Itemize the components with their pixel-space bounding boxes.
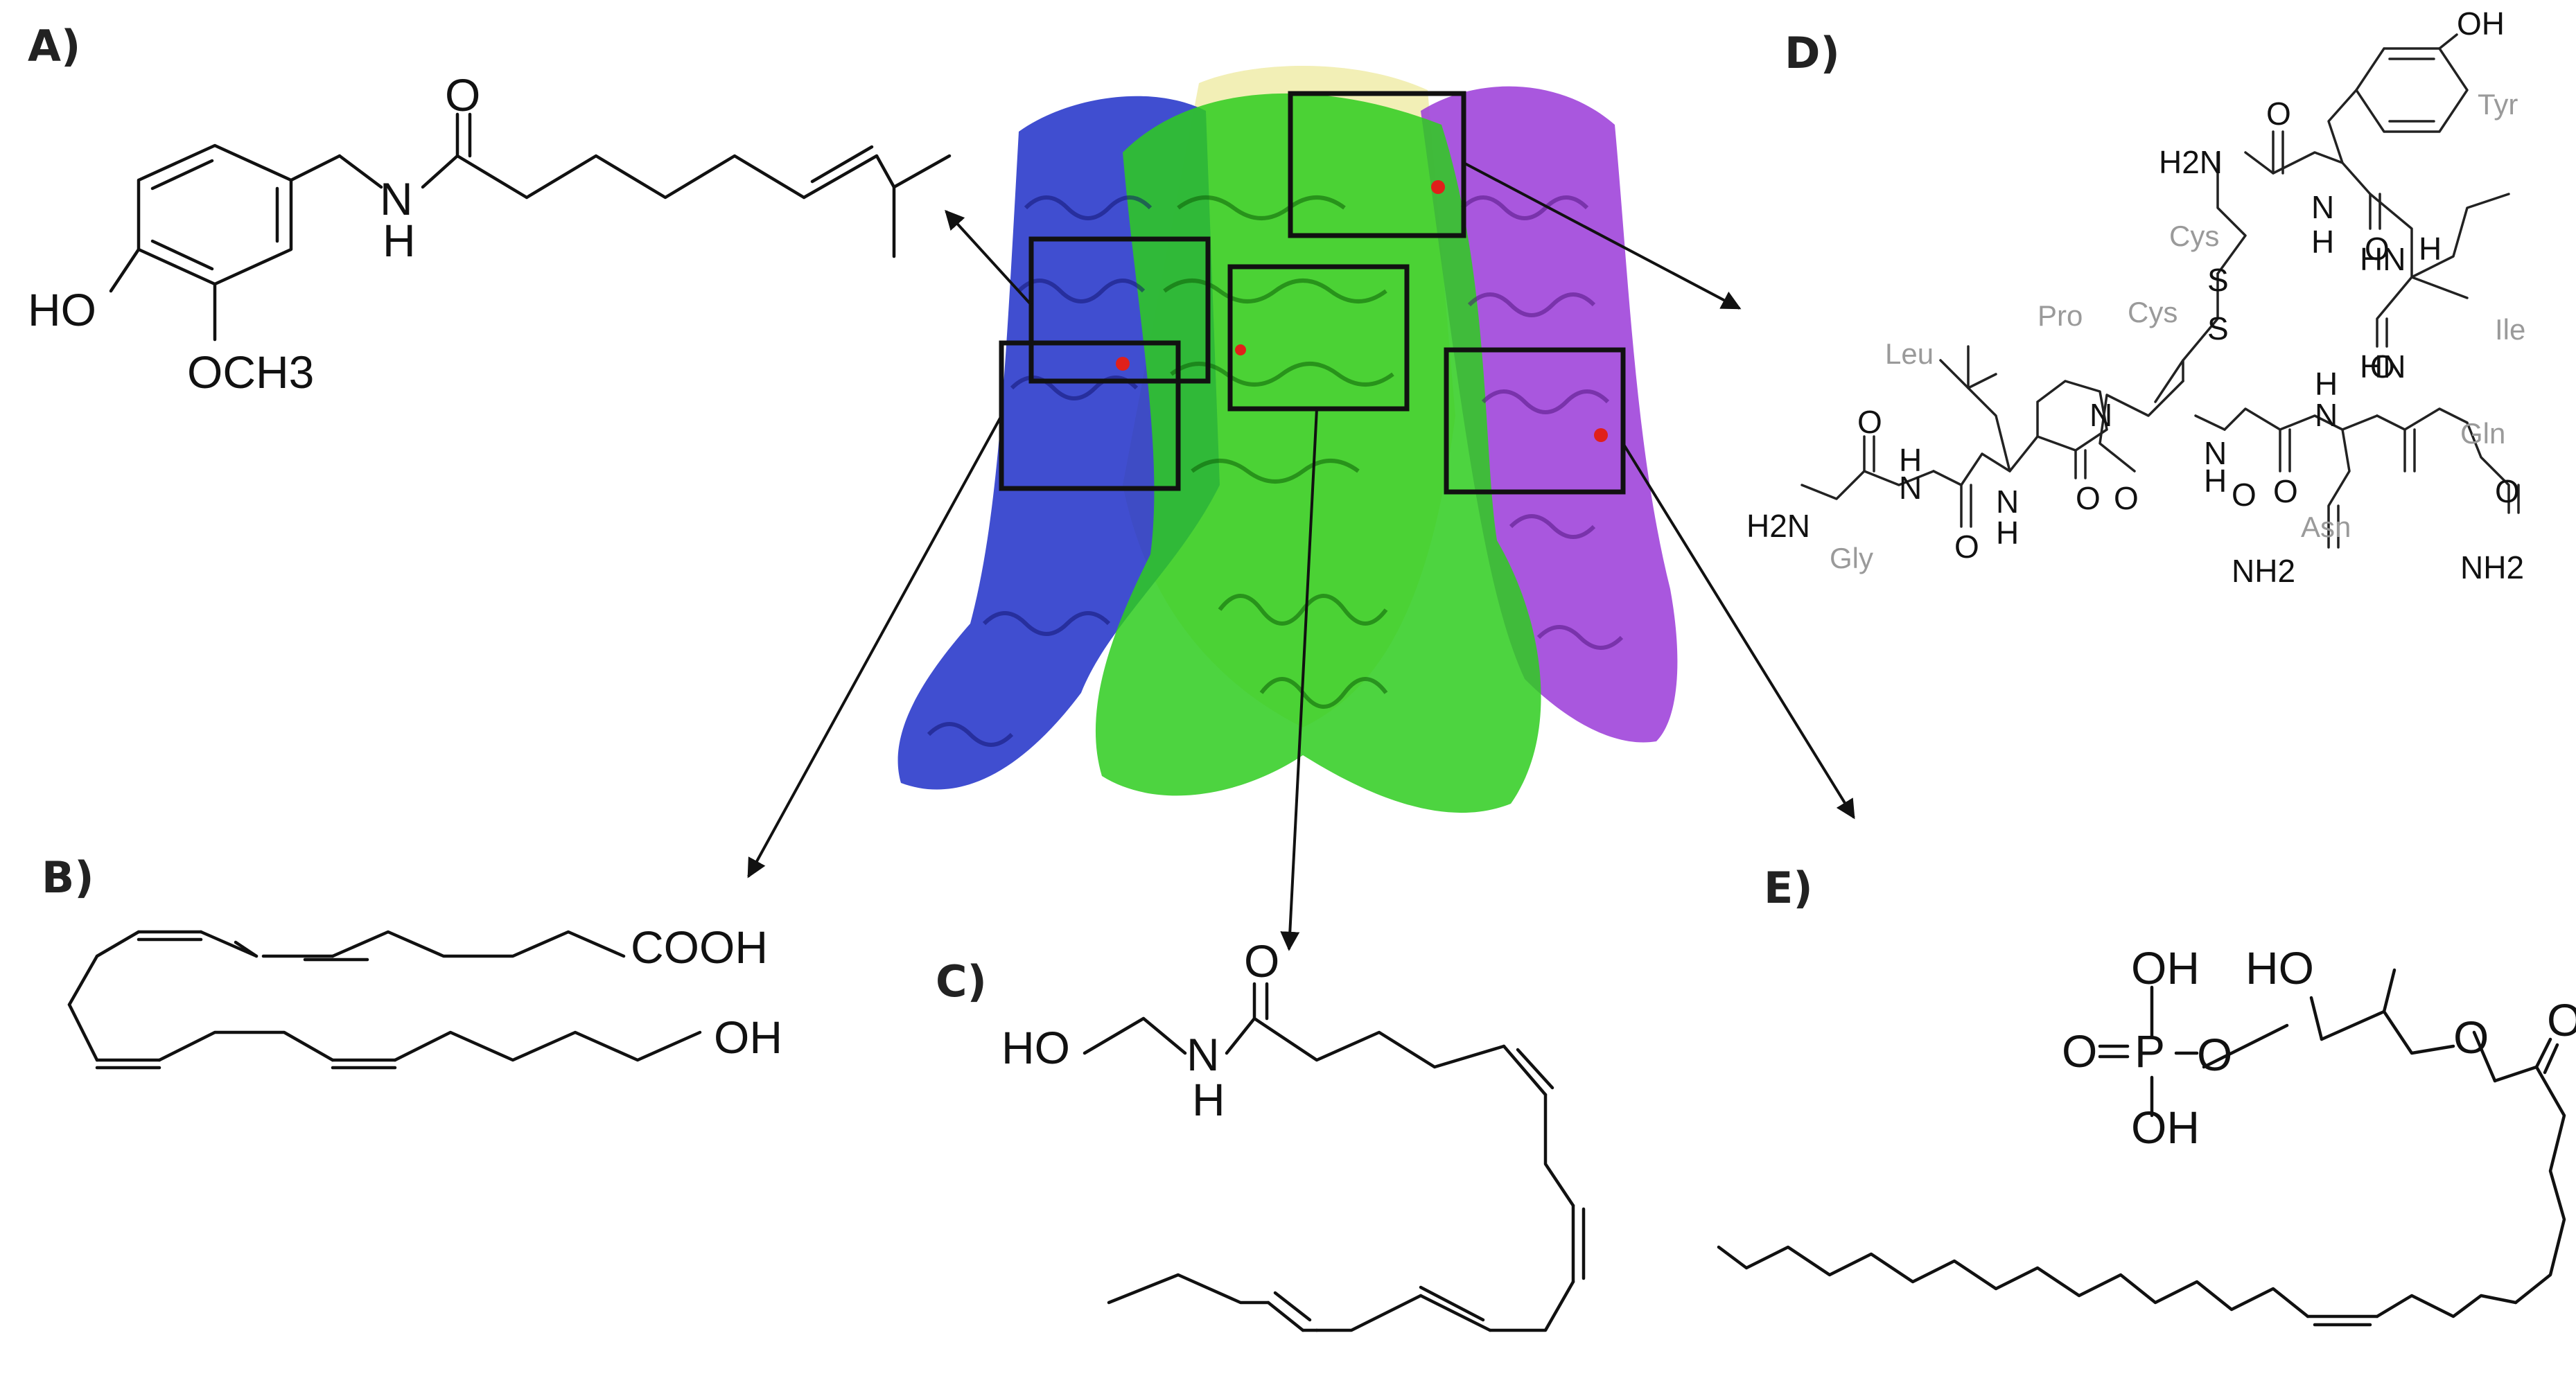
atom-n-leu-h: H (1996, 515, 2019, 551)
atom-n-gly: N (1899, 470, 1922, 506)
atom-ho: HO (2245, 942, 2314, 994)
atom-oh2: OH (2131, 1102, 2200, 1153)
atom-oh: OH (714, 1012, 782, 1063)
atom-nh1-h: H (2311, 224, 2334, 260)
atom-o-asn: O (2232, 477, 2257, 513)
residue-asn: Asn (2301, 511, 2351, 543)
molecule-20-hete: COOH OH (67, 921, 782, 1070)
atom-o-eq: O (2062, 1025, 2097, 1077)
panel-label-b: B) (42, 852, 94, 903)
atom-nh2-q: NH2 (2460, 549, 2524, 585)
residue-ile: Ile (2495, 313, 2525, 346)
atom-h2n-gly: H2N (1746, 508, 1810, 544)
chain-purple (1421, 86, 1678, 743)
atom-o-gln: O (2273, 473, 2298, 509)
atom-o-carbonyl: O (2547, 994, 2576, 1046)
atom-oh-top: OH (2457, 6, 2505, 42)
binding-site-marker (1235, 344, 1246, 355)
arrow-b (747, 415, 1003, 879)
atom-h: H (1192, 1074, 1225, 1125)
arrow-a (945, 209, 1033, 306)
atom-o-ester: O (2453, 1012, 2489, 1063)
residue-leu: Leu (1885, 337, 1934, 370)
atom-o: O (1244, 935, 1279, 987)
atom-s2: S (2207, 310, 2229, 346)
atom-h-ile: H (2419, 231, 2442, 267)
residue-gln: Gln (2460, 417, 2505, 450)
residue-cys1: Cys (2169, 220, 2219, 252)
atom-ho: HO (1001, 1022, 1070, 1073)
binding-site-marker (1116, 357, 1130, 371)
atom-och3: OCH3 (187, 346, 314, 398)
atom-o-q: O (2495, 473, 2520, 509)
atom-n: N (380, 173, 413, 224)
atom-cooh: COOH (631, 921, 768, 973)
arrow-e (1622, 442, 1855, 820)
residue-tyr: Tyr (2478, 88, 2518, 121)
site-box-e (1444, 347, 1626, 495)
residue-cys2: Cys (2128, 296, 2178, 328)
arrow-c (1280, 408, 1318, 951)
atom-o1: O (2266, 96, 2291, 132)
site-box-a (1028, 236, 1211, 384)
residue-gly: Gly (1830, 542, 1873, 574)
atom-n-pro: N (2089, 397, 2112, 433)
arrow-d (1463, 161, 1742, 310)
atom-oh1: OH (2131, 942, 2200, 994)
atom-n-leu: N (1996, 484, 2019, 520)
residue-pro: Pro (2038, 299, 2083, 332)
atom-p: P (2135, 1025, 2165, 1077)
binding-site-marker (1594, 428, 1608, 442)
atom-h: H (383, 215, 416, 266)
panel-label-c: C) (936, 956, 987, 1007)
molecule-oxytocin: OH H2N O N H O HN H S S O HN N O N H N H… (1746, 6, 2525, 589)
atom-hn2: HN (2360, 349, 2406, 385)
molecule-anandamide: O HO N H (1001, 935, 1586, 1332)
atom-o-pro: O (2076, 480, 2101, 516)
atom-h2n-top: H2N (2159, 144, 2223, 180)
atom-o: O (445, 69, 480, 121)
atom-nh-c: N (2204, 435, 2227, 471)
atom-n-gly-h: H (1899, 442, 1922, 478)
atom-ho: HO (28, 284, 96, 335)
site-box-d (1288, 91, 1466, 238)
atom-o-pro2: O (2114, 480, 2139, 516)
protein-structure (897, 66, 1678, 813)
atom-o-gly: O (1857, 404, 1882, 440)
atom-h-gln: H (2315, 366, 2338, 402)
atom-o2: O (2365, 231, 2390, 267)
atom-n: N (1186, 1029, 1220, 1080)
atom-o-ile: O (2370, 349, 2395, 385)
atom-nh2-asn: NH2 (2232, 553, 2295, 589)
atom-s1: S (2207, 262, 2229, 298)
atom-o-link: O (2197, 1029, 2232, 1080)
panel-label-a: A) (28, 21, 81, 71)
binding-site-marker (1431, 180, 1445, 194)
panel-label-e: E) (1764, 863, 1813, 913)
atom-hn-ile: HN (2360, 241, 2406, 277)
atom-nh-c-h: H (2204, 463, 2227, 499)
panel-label-d: D) (1785, 28, 1840, 78)
atom-nh1: N (2311, 189, 2334, 225)
atom-o-leu: O (1954, 529, 1979, 565)
molecule-lpa: HO OH O P O OH O O (1717, 942, 2576, 1327)
molecule-capsaicin: O N H HO OCH3 (28, 69, 952, 398)
site-box-c (1227, 264, 1410, 412)
atom-n-h-gln: N (2315, 397, 2338, 433)
